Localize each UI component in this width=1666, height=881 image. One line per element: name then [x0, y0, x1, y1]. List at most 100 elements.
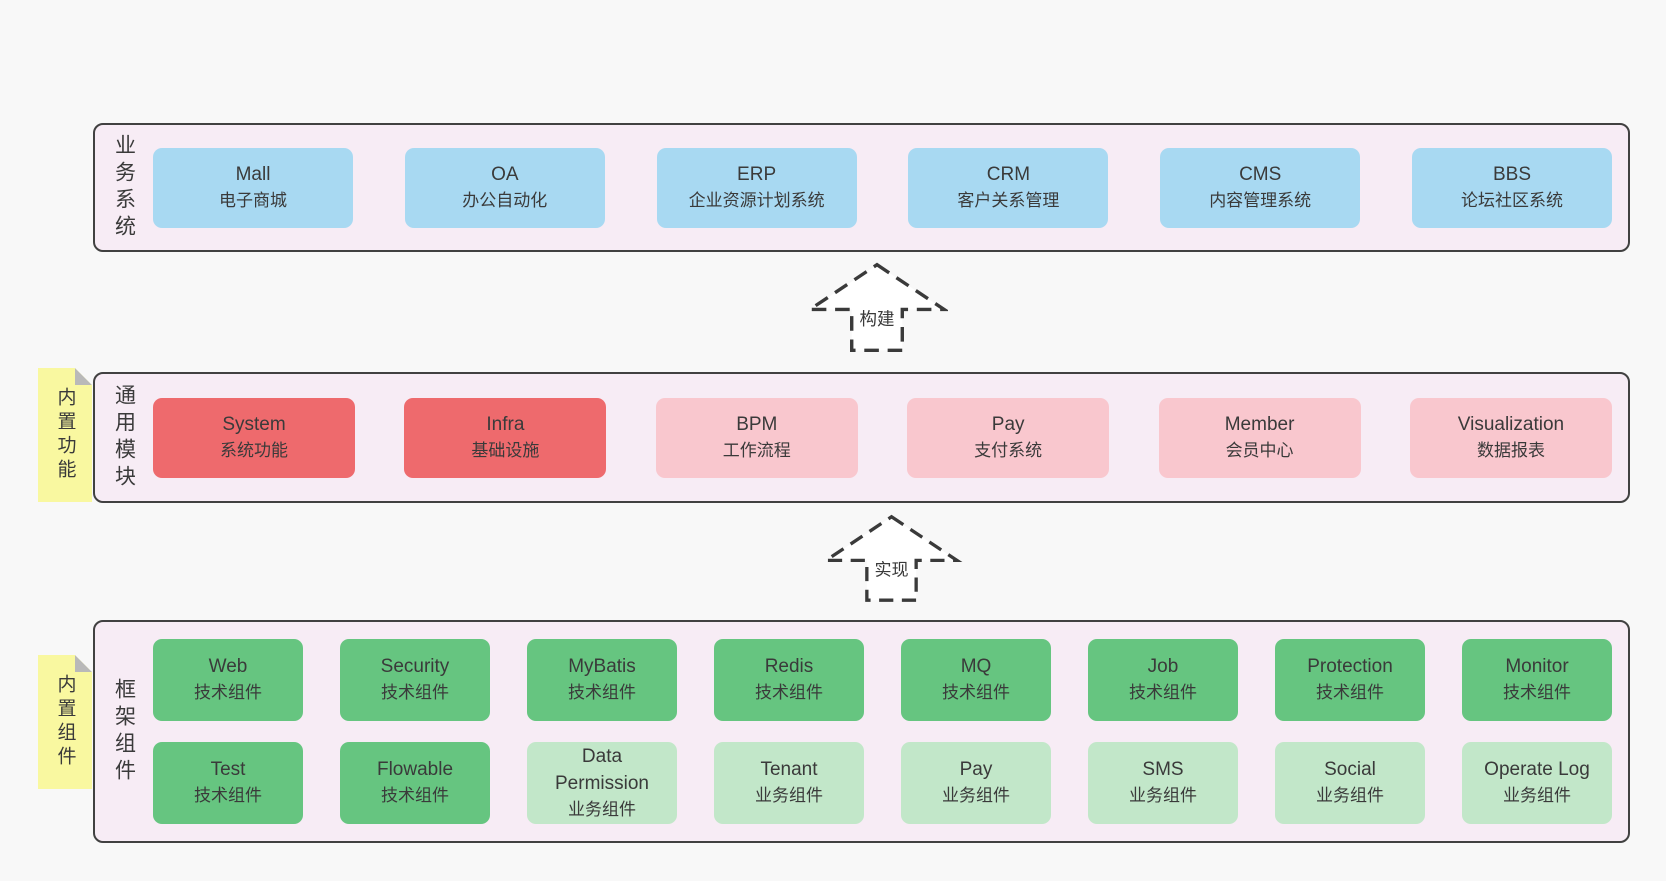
box-desc-label: 客户关系管理 [957, 190, 1060, 210]
box-sms: SMS 业务组件 [1088, 742, 1238, 824]
box-desc-label: 业务组件 [942, 786, 1010, 806]
box-name-label: BPM [736, 413, 778, 435]
box-desc-label: 技术组件 [194, 683, 262, 703]
box-desc-label: 企业资源计划系统 [688, 190, 825, 210]
note-text: 内置功能 [54, 387, 76, 483]
box-member: Member 会员中心 [1158, 397, 1361, 478]
box-desc-label: 数据报表 [1476, 440, 1545, 460]
box-desc-label: 技术组件 [1129, 683, 1197, 703]
box-desc-label: 技术组件 [568, 683, 636, 703]
box-oa: OA 办公自动化 [404, 147, 605, 228]
box-data-permission: Data Permission 业务组件 [527, 742, 677, 824]
folded-corner-icon [75, 368, 92, 385]
box-desc-label: 业务组件 [1316, 786, 1384, 806]
box-name-label: CMS [1239, 163, 1282, 185]
box-system: System 系统功能 [153, 397, 355, 478]
box-social: Social 业务组件 [1275, 742, 1425, 824]
box-cms: CMS 内容管理系统 [1160, 147, 1361, 228]
box-name-label: Data Permission [555, 745, 649, 794]
box-name-label: Operate Log [1484, 759, 1590, 781]
box-desc-label: 技术组件 [1316, 683, 1384, 703]
box-protection: Protection 技术组件 [1275, 639, 1425, 721]
box-name-label: Visualization [1457, 413, 1565, 435]
box-name-label: MQ [960, 656, 992, 678]
box-desc-label: 业务组件 [568, 799, 636, 819]
build-arrow-label: 构建 [860, 309, 895, 329]
box-desc-label: 工作流程 [722, 440, 791, 460]
box-desc-label: 会员中心 [1225, 440, 1294, 460]
box-test: Test 技术组件 [153, 742, 303, 824]
box-name-label: Security [380, 656, 450, 678]
box-name-label: Member [1224, 413, 1295, 435]
box-visualization: Visualization 数据报表 [1409, 397, 1612, 478]
box-name-label: Job [1147, 656, 1179, 678]
layer-framework-components: 框架组件 Web 技术组件 Security 技术组件 MyBatis 技术组件… [93, 620, 1630, 843]
box-name-label: Pay [959, 759, 993, 781]
box-crm: CRM 客户关系管理 [908, 147, 1109, 228]
folded-corner-icon [75, 655, 92, 672]
note-text: 内置组件 [54, 674, 76, 770]
layer-label-modules: 通用模块 [95, 374, 153, 501]
box-security: Security 技术组件 [340, 639, 490, 721]
modules-boxes-row: System 系统功能 Infra 基础设施 BPM 工作流程 Pay 支付系统… [153, 374, 1628, 501]
box-name-label: Protection [1307, 656, 1393, 678]
box-monitor: Monitor 技术组件 [1462, 639, 1612, 721]
layer-label-components: 框架组件 [95, 622, 153, 841]
implement-arrow-label: 实现 [874, 561, 908, 580]
box-name-label: Flowable [376, 759, 454, 781]
box-desc-label: 内容管理系统 [1209, 190, 1312, 210]
box-name-label: Tenant [760, 759, 818, 781]
box-tenant: Tenant 业务组件 [714, 742, 864, 824]
layer-label-business: 业务系统 [95, 125, 153, 250]
box-desc-label: 论坛社区系统 [1460, 190, 1563, 210]
box-erp: ERP 企业资源计划系统 [656, 147, 857, 228]
components-row-1: Web 技术组件 Security 技术组件 MyBatis 技术组件 Redi… [153, 639, 1612, 721]
box-desc-label: 基础设施 [471, 440, 540, 460]
layer-business-systems: 业务系统 Mall 电子商城 OA 办公自动化 ERP 企业资源计划系统 CRM… [93, 123, 1630, 252]
layer-common-modules: 通用模块 System 系统功能 Infra 基础设施 BPM 工作流程 Pay… [93, 372, 1630, 503]
box-desc-label: 业务组件 [755, 786, 823, 806]
box-infra: Infra 基础设施 [404, 397, 607, 478]
layer-label-text: 通用模块 [112, 383, 136, 492]
box-bbs: BBS 论坛社区系统 [1411, 147, 1612, 228]
box-mybatis: MyBatis 技术组件 [527, 639, 677, 721]
box-desc-label: 技术组件 [942, 683, 1010, 703]
box-pay: Pay 支付系统 [907, 397, 1110, 478]
box-job: Job 技术组件 [1088, 639, 1238, 721]
box-name-label: MyBatis [568, 656, 636, 678]
box-flowable: Flowable 技术组件 [340, 742, 490, 824]
note-built-in-components: 内置组件 [38, 655, 92, 789]
box-web: Web 技术组件 [153, 639, 303, 721]
build-up-arrow-icon: 构建 [806, 260, 948, 355]
box-mq: MQ 技术组件 [901, 639, 1051, 721]
box-name-label: Infra [486, 413, 525, 435]
box-desc-label: 支付系统 [974, 440, 1043, 460]
box-name-label: CRM [986, 163, 1031, 185]
box-name-label: System [222, 413, 286, 435]
box-desc-label: 技术组件 [381, 786, 449, 806]
box-desc-label: 业务组件 [1503, 786, 1571, 806]
box-desc-label: 电子商城 [219, 190, 287, 210]
box-name-label: Redis [764, 656, 814, 678]
box-operate-log: Operate Log 业务组件 [1462, 742, 1612, 824]
box-desc-label: 业务组件 [1129, 786, 1197, 806]
box-name-label: ERP [737, 163, 777, 185]
business-boxes-row: Mall 电子商城 OA 办公自动化 ERP 企业资源计划系统 CRM 客户关系… [153, 125, 1628, 250]
layer-label-text: 业务系统 [112, 133, 136, 242]
box-name-label: SMS [1142, 759, 1184, 781]
layer-label-text: 框架组件 [112, 677, 136, 786]
box-name-label: Mall [235, 163, 271, 185]
box-name-label: BBS [1492, 163, 1531, 185]
components-grid: Web 技术组件 Security 技术组件 MyBatis 技术组件 Redi… [153, 622, 1628, 841]
box-mall: Mall 电子商城 [153, 147, 353, 228]
box-name-label: Social [1324, 759, 1376, 781]
box-redis: Redis 技术组件 [714, 639, 864, 721]
box-desc-label: 技术组件 [381, 683, 449, 703]
box-desc-label: 系统功能 [220, 440, 288, 460]
box-bpm: BPM 工作流程 [655, 397, 858, 478]
box-name-label: OA [491, 163, 519, 185]
box-desc-label: 技术组件 [1503, 683, 1571, 703]
box-desc-label: 办公自动化 [462, 190, 548, 210]
box-name-label: Test [210, 759, 246, 781]
